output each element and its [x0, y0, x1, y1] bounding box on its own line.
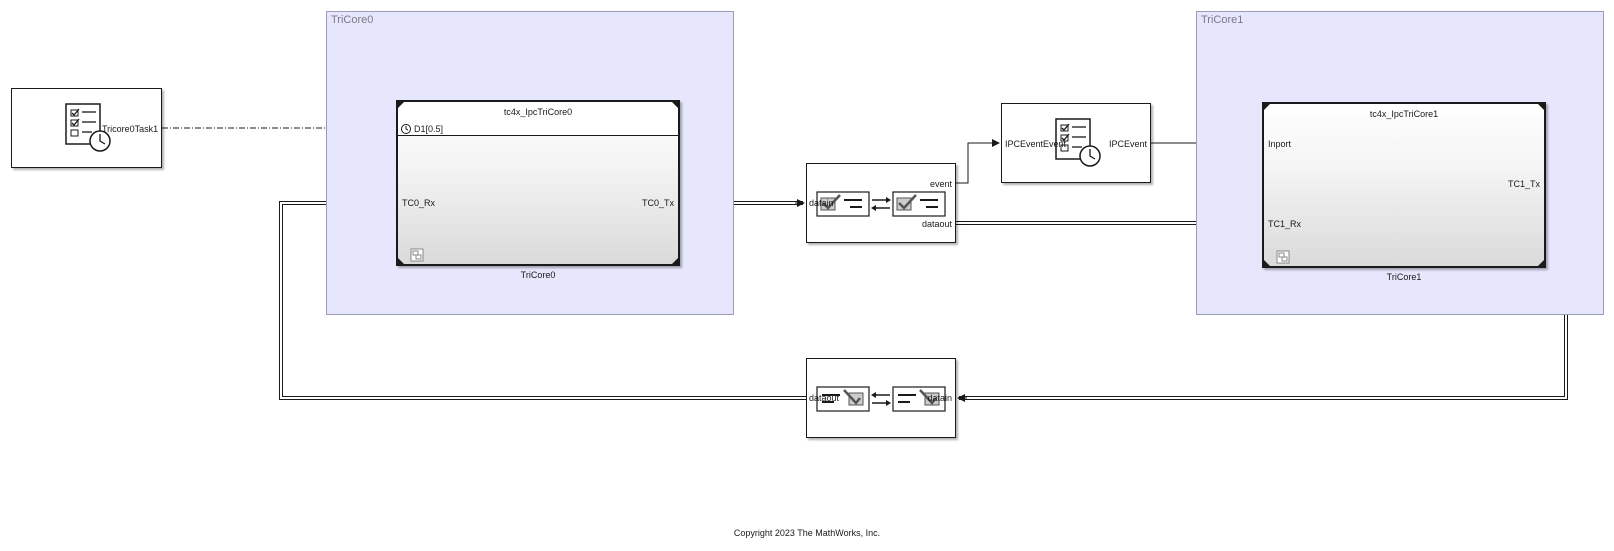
model-right-port-event-label: Inport: [1268, 139, 1292, 149]
copyright-text: Copyright 2023 The MathWorks, Inc.: [733, 528, 881, 538]
ipc-forward-port-event-label: event: [929, 179, 952, 189]
event-line[interactable]: [956, 139, 1000, 184]
ipc-return-port-in-label: datain: [927, 393, 952, 403]
task-list-clock-icon: [1055, 118, 1101, 167]
model-block-tricore0[interactable]: tc4x_IpcTriCore0 D1[0.5] TC0_Rx TC0_Tx: [396, 100, 680, 266]
area-title-tricore1: TriCore1: [1201, 14, 1244, 26]
event-clock-icon: [401, 124, 411, 134]
ipc-forward-port-in-label: datain: [809, 198, 834, 208]
event-port-label: D1[0.5]: [414, 124, 444, 134]
area-title-tricore0: TriCore0: [331, 14, 374, 26]
event-task-port-out-label: IPCEvent: [1108, 139, 1147, 149]
model-right-port-out-label: TC1_Tx: [1507, 179, 1540, 189]
ipc-return-port-out-label: dataout: [809, 393, 840, 403]
model-block-tricore1[interactable]: tc4x_IpcTriCore1 Inport TC1_Rx TC1_Tx: [1262, 102, 1546, 268]
ipc-send-receive-icon: [816, 191, 946, 217]
task-list-clock-icon: [65, 103, 111, 152]
model-reference-icon: [1276, 250, 1290, 264]
ipc-forward-port-out-label: dataout: [921, 219, 952, 229]
ipc-return-block[interactable]: dataout datain: [806, 358, 956, 438]
model-title-tricore1: tc4x_IpcTriCore1: [1369, 109, 1439, 119]
model-right-port-in-label: TC1_Rx: [1268, 219, 1302, 229]
ipc-event-task-block[interactable]: IPCEventEvent IPCEvent: [1001, 103, 1151, 183]
task-scheduler-block[interactable]: Tricore0Task1: [11, 88, 162, 168]
ipc-receive-send-icon: [816, 386, 946, 412]
model-left-port-out-label: TC0_Tx: [641, 198, 674, 208]
ipc-forward-block[interactable]: datain event dataout: [806, 163, 956, 243]
model-title-tricore0: tc4x_IpcTriCore0: [503, 107, 573, 117]
event-task-port-in-label: IPCEventEvent: [1005, 139, 1067, 149]
model-left-port-in-label: TC0_Rx: [402, 198, 436, 208]
model-reference-icon: [410, 248, 424, 262]
model-block-name-tricore0: TriCore0: [520, 270, 556, 280]
model-header: tc4x_IpcTriCore0 D1[0.5]: [398, 102, 678, 136]
model-block-name-tricore1: TriCore1: [1386, 272, 1422, 282]
scheduler-port-out-label: Tricore0Task1: [102, 124, 159, 134]
